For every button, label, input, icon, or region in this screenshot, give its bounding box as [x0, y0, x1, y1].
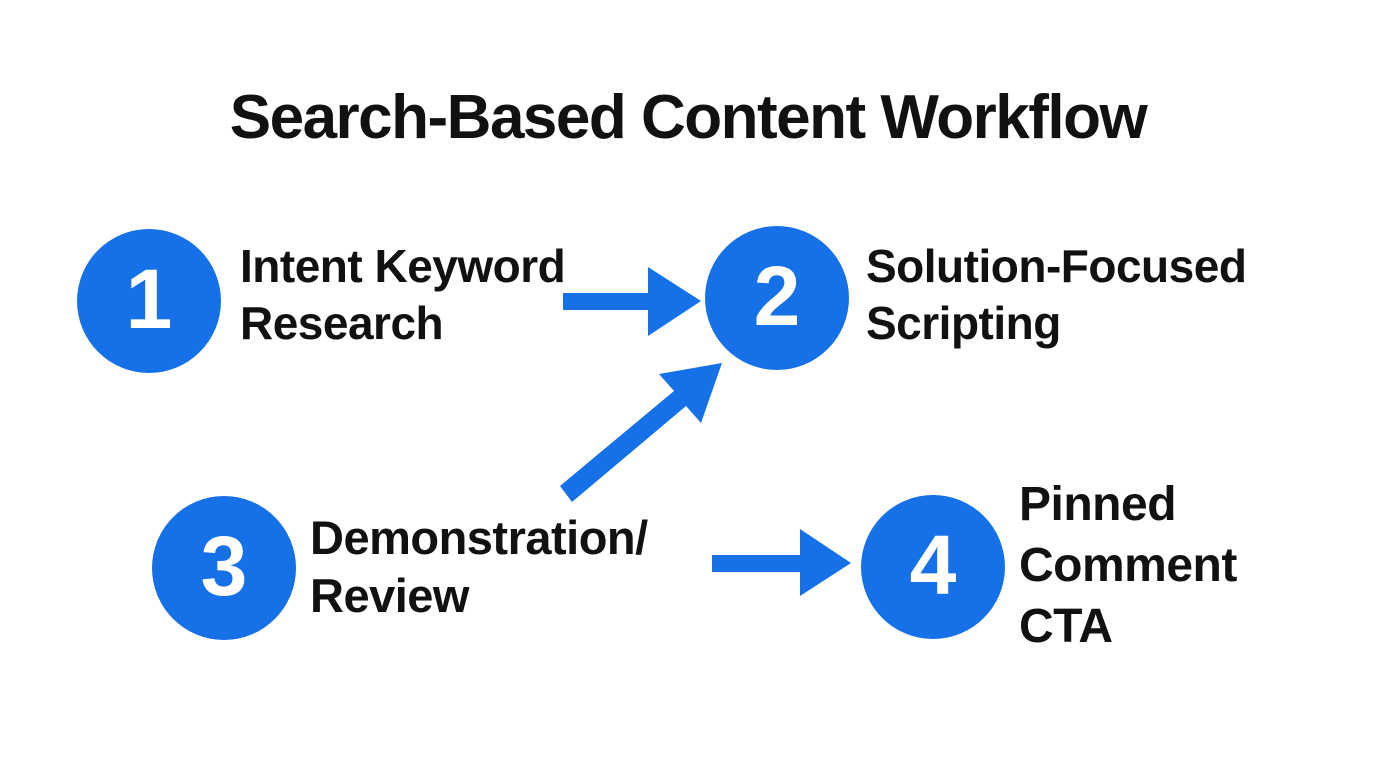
step-4-number: 4	[909, 518, 957, 612]
step-2-number: 2	[753, 249, 801, 343]
step-3-number: 3	[200, 519, 248, 613]
step-3-label-line-2: Review	[310, 569, 469, 622]
arrow-step3-to-step2-icon	[560, 363, 722, 502]
step-1-circle: 1	[77, 229, 221, 373]
step-2-label-line-1: Solution-Focused	[866, 240, 1247, 292]
step-3-label: Demonstration/ Review	[310, 509, 648, 625]
step-4-label-line-3: CTA	[1019, 600, 1113, 653]
step-2-label: Solution-Focused Scripting	[866, 238, 1247, 352]
arrow-step3-to-step4-icon	[712, 529, 851, 596]
step-3-circle: 3	[152, 496, 296, 640]
arrow-step1-to-step2-icon	[563, 267, 701, 336]
step-4-circle: 4	[861, 495, 1005, 639]
step-1-label: Intent Keyword Research	[240, 238, 566, 352]
step-2-circle: 2	[705, 226, 849, 370]
step-2-label-line-2: Scripting	[866, 297, 1061, 349]
step-1-label-line-1: Intent Keyword	[240, 240, 566, 292]
step-4-label-line-1: Pinned	[1019, 478, 1177, 531]
step-4-label: Pinned Comment CTA	[1019, 474, 1237, 657]
step-1-label-line-2: Research	[240, 297, 444, 349]
step-4-label-line-2: Comment	[1019, 539, 1237, 592]
step-3-label-line-1: Demonstration/	[310, 511, 648, 564]
diagram-title: Search-Based Content Workflow	[229, 83, 1148, 152]
step-1-number: 1	[125, 252, 173, 346]
